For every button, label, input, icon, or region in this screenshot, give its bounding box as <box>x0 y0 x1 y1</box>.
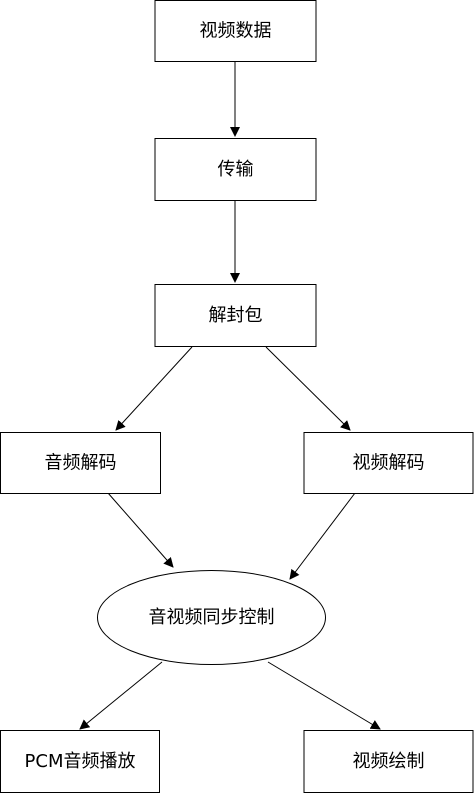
node-video-render: 视频绘制 <box>303 730 474 793</box>
node-video-data-label: 视频数据 <box>200 21 272 42</box>
node-transmission-label: 传输 <box>218 159 254 180</box>
node-video-decode-label: 视频解码 <box>353 453 425 474</box>
node-pcm-playback-label: PCM音频播放 <box>25 751 136 772</box>
node-pcm-playback: PCM音频播放 <box>0 730 160 793</box>
node-video-decode: 视频解码 <box>303 432 474 494</box>
edge-audio-decode-to-av-sync <box>107 492 174 568</box>
node-demux-label: 解封包 <box>209 305 263 326</box>
edge-av-sync-to-pcm-playback <box>79 661 163 730</box>
edge-av-sync-to-video-render <box>267 661 381 730</box>
edge-video-decode-to-av-sync <box>289 492 356 580</box>
node-audio-decode: 音频解码 <box>0 432 161 494</box>
node-audio-decode-label: 音频解码 <box>45 453 117 474</box>
node-video-render-label: 视频绘制 <box>353 751 425 772</box>
node-video-data: 视频数据 <box>154 0 317 62</box>
edge-demux-to-video-decode <box>265 346 351 431</box>
node-demux: 解封包 <box>154 284 317 347</box>
node-transmission: 传输 <box>154 138 317 201</box>
node-av-sync: 音视频同步控制 <box>97 570 326 665</box>
node-av-sync-label: 音视频同步控制 <box>149 607 275 628</box>
edge-demux-to-audio-decode <box>115 346 193 431</box>
